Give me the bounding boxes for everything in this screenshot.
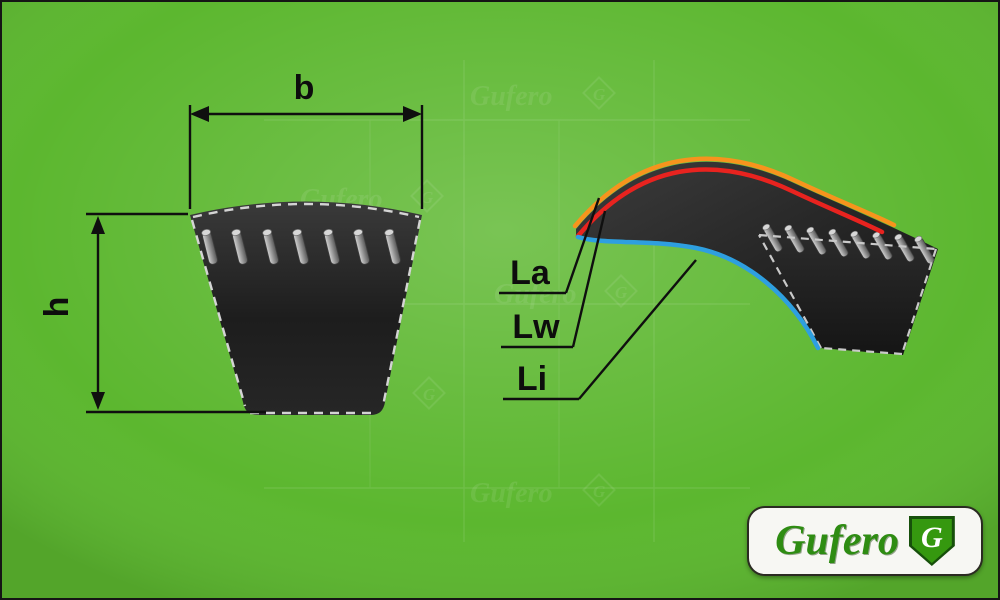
- belt-dashed-outline: [190, 202, 422, 415]
- watermark-logo: Gufero G: [470, 76, 616, 112]
- dimension-b: b: [188, 69, 424, 209]
- belt-cross-section: [190, 201, 422, 415]
- li-inner-line: [575, 234, 821, 351]
- svg-text:G: G: [593, 482, 606, 501]
- length-labels: La Lw Li: [499, 197, 697, 401]
- label-li: Li: [503, 259, 697, 401]
- face-dashed-outline: [758, 233, 938, 356]
- svg-text:Gufero: Gufero: [470, 478, 552, 509]
- belt-3d-face: [759, 235, 936, 354]
- arrowhead-up-icon: [91, 216, 105, 234]
- label-lw: Lw: [501, 210, 607, 349]
- leader-line: [571, 210, 607, 348]
- svg-text:La: La: [510, 254, 551, 292]
- la-outer-line: [572, 156, 897, 229]
- svg-text:Gufero: Gufero: [494, 279, 576, 310]
- svg-text:G: G: [423, 385, 436, 404]
- brand-name: Gufero: [775, 518, 899, 564]
- svg-text:G: G: [615, 283, 628, 302]
- brand-shield-inner: G: [911, 519, 952, 563]
- watermark-logo: Gufero G: [494, 274, 638, 310]
- lw-pitch-line: [575, 167, 885, 239]
- leader-line: [578, 259, 697, 400]
- width-label: b: [294, 69, 315, 107]
- label-la: La: [499, 197, 601, 295]
- brand-shield-icon: G: [908, 516, 955, 566]
- arrowhead-right-icon: [403, 106, 422, 122]
- belt-3d-view: [572, 156, 938, 356]
- watermark-shield-icon: [582, 76, 616, 110]
- watermark-shield-icon: [412, 376, 446, 410]
- svg-text:Lw: Lw: [512, 308, 560, 346]
- leader-line: [564, 197, 601, 294]
- svg-text:Gufero: Gufero: [470, 81, 552, 112]
- watermark-shield-icon: [604, 274, 638, 308]
- brand-logo: Gufero G: [747, 506, 983, 576]
- arrowhead-down-icon: [91, 392, 105, 410]
- watermark-shield-icon: [582, 473, 616, 507]
- dimension-h: h: [38, 212, 266, 414]
- svg-text:G: G: [421, 188, 434, 207]
- height-label: h: [38, 297, 76, 318]
- brand-monogram: G: [920, 521, 943, 554]
- watermark-logo: Gufero G: [470, 473, 616, 509]
- svg-text:Li: Li: [517, 360, 547, 398]
- svg-text:G: G: [593, 85, 606, 104]
- arrowhead-left-icon: [190, 106, 209, 122]
- watermark-shield-icon: [410, 179, 444, 213]
